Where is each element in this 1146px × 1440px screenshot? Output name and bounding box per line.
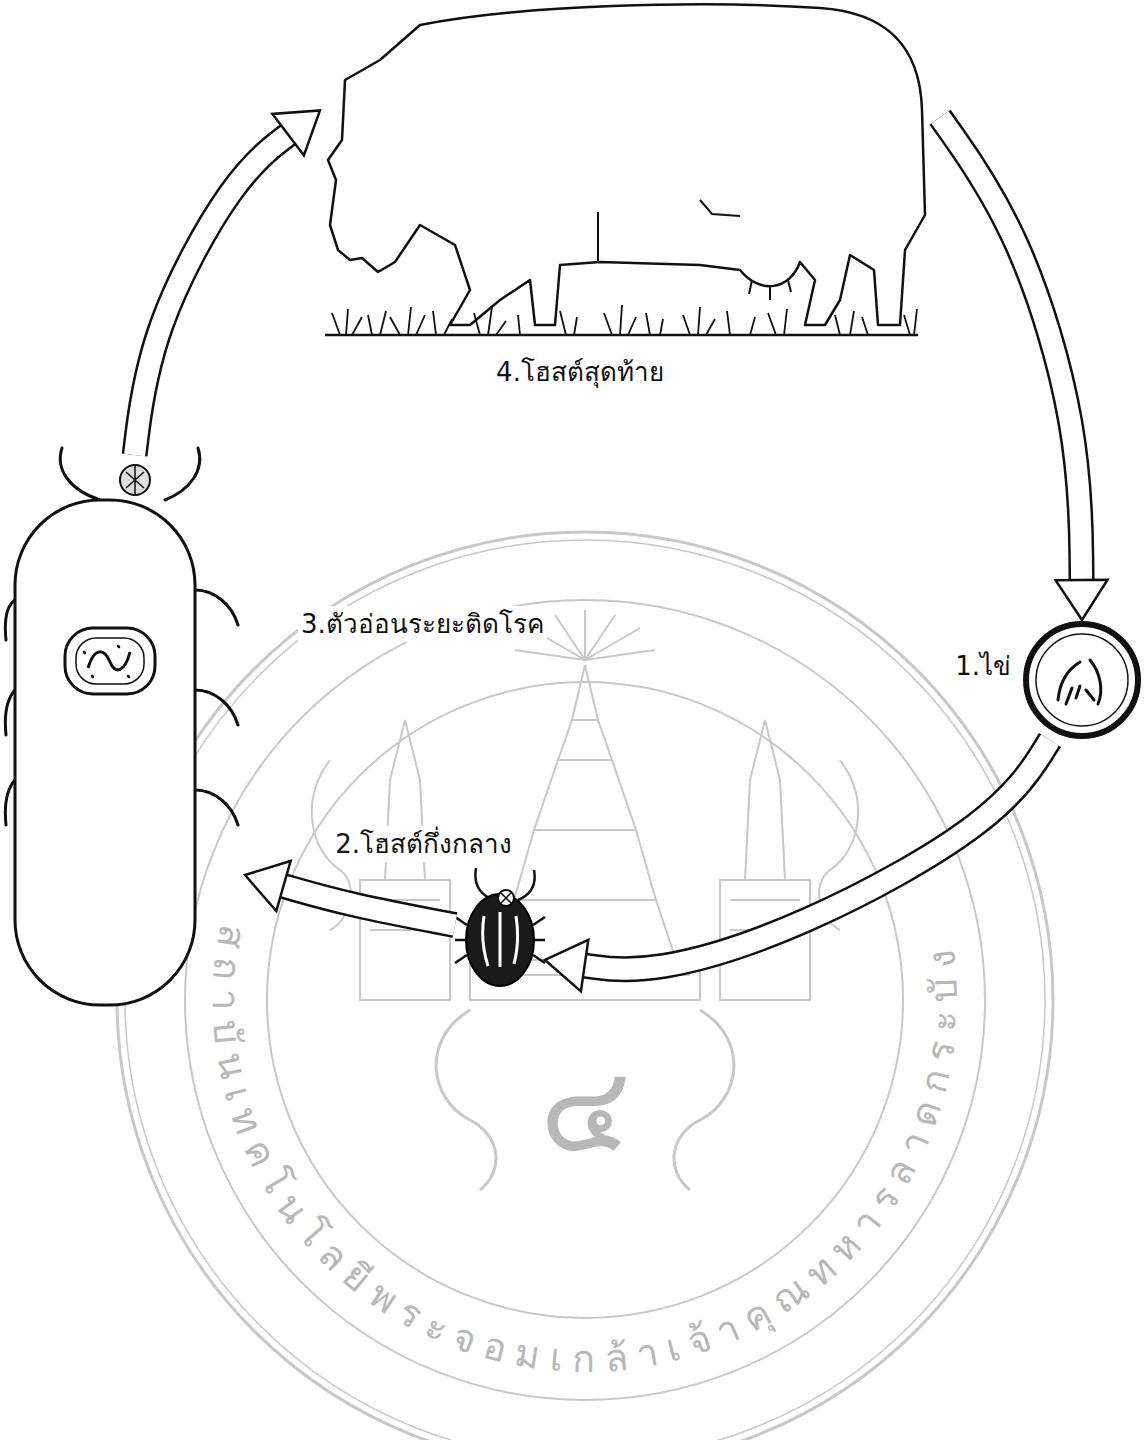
block-arrow xyxy=(940,117,1108,620)
arrow-outline xyxy=(940,117,1082,580)
block-arrow xyxy=(545,740,1050,991)
seal-ring xyxy=(267,682,903,1318)
naga-curl xyxy=(436,1010,734,1190)
cow-detail xyxy=(598,200,791,300)
egg-figure xyxy=(1026,623,1138,736)
seal-ring xyxy=(185,600,985,1400)
egg-membrane xyxy=(1036,634,1128,726)
block-arrow xyxy=(135,110,320,455)
head-pattern xyxy=(501,893,511,903)
life-stage: 2.โฮสต์กึ่งกลาง xyxy=(455,880,545,990)
seal-ring xyxy=(117,532,1053,1440)
block-arrow xyxy=(245,861,455,925)
small-mite-figure xyxy=(455,868,545,986)
arrow-head xyxy=(272,110,320,155)
head-pattern xyxy=(126,466,144,494)
cysticercoid-wall xyxy=(65,628,155,694)
stage-label: 2.โฮสต์กึ่งกลาง xyxy=(332,826,515,862)
arrow-head xyxy=(545,940,588,991)
mite-head xyxy=(498,890,514,906)
arrow-fill xyxy=(135,135,289,455)
mite-body xyxy=(466,894,534,986)
stage-label: 1.ไข่ xyxy=(952,648,1014,684)
arrow-fill xyxy=(283,886,455,925)
cow-figure xyxy=(325,4,925,335)
cow-outline xyxy=(328,4,925,325)
arrow-head xyxy=(1056,580,1108,620)
infected-mite-figure xyxy=(5,448,238,1005)
seal-ring xyxy=(125,540,1045,1440)
arrow-fill xyxy=(585,740,1050,969)
arrow-outline xyxy=(283,886,455,925)
watermark-group: สถาบันเทคโนโลยีพระจอมเกล้าเจ้าคุณทหารลาด… xyxy=(204,921,966,1381)
watermark-text: สถาบันเทคโนโลยีพระจอมเกล้าเจ้าคุณทหารลาด… xyxy=(204,921,966,1381)
ground-line xyxy=(325,334,918,337)
oncosphere-hooks xyxy=(1058,660,1101,704)
arrow-outline xyxy=(135,135,289,455)
arrow-outline xyxy=(585,740,1050,969)
life-stage: 4.โฮสต์สุดท้าย xyxy=(320,0,940,345)
life-stage: 1.ไข่ xyxy=(1022,620,1142,740)
stage-label: 3.ตัวอ่อนระยะติดโรค xyxy=(298,606,547,642)
life-stage: 3.ตัวอ่อนระยะติดโรค xyxy=(5,455,245,1015)
grass xyxy=(332,305,917,335)
arrow-fill xyxy=(940,117,1082,580)
egg-shell xyxy=(1026,624,1138,736)
cysticercoid-inner xyxy=(76,638,144,684)
body-stripes xyxy=(483,912,518,967)
seal-outline xyxy=(117,532,1053,1440)
shell-hatching xyxy=(1040,623,1112,640)
watermark-numeral: ๔ xyxy=(540,1039,631,1178)
arrow-head xyxy=(245,861,291,911)
mite-body xyxy=(15,500,195,1005)
mite-palp xyxy=(60,448,199,500)
mite-head xyxy=(120,465,150,495)
stage-label: 4.โฮสต์สุดท้าย xyxy=(493,354,667,390)
dots xyxy=(84,646,129,677)
scolex xyxy=(88,652,130,670)
